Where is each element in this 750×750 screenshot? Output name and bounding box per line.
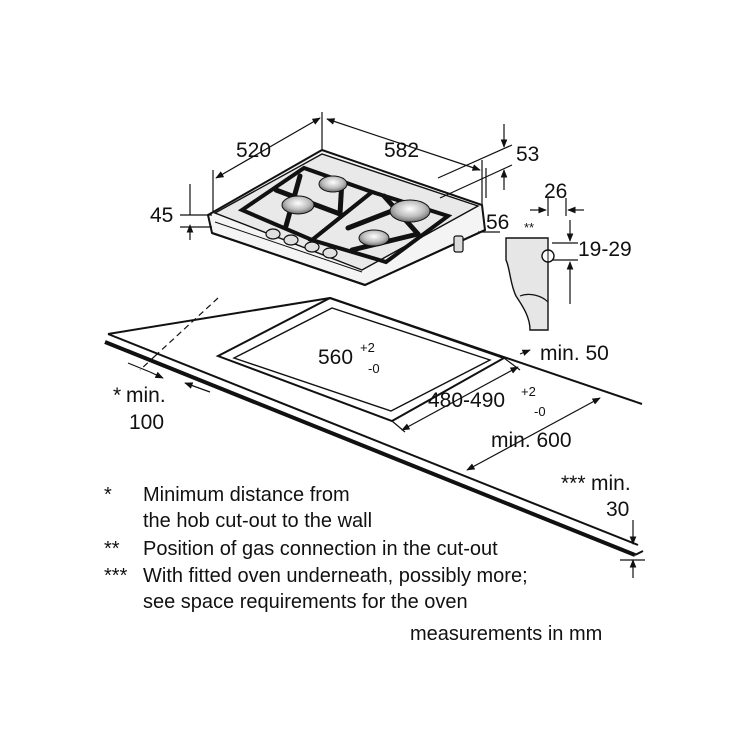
dim-edge-label: 53 [516,143,539,166]
burner-front-left [281,195,315,215]
dim-min-wall-line2: 100 [129,411,164,434]
dim-depth-label: 520 [236,139,271,162]
footnote-text: Minimum distance from [143,484,350,506]
burner-back-right [389,199,431,223]
footnote-text: With fitted oven underneath, possibly mo… [143,565,528,587]
dim-gas-pipe-x-label: 26 [544,180,567,203]
burner-front-right [358,229,390,247]
dimension-labels: 520 582 45 53 56 26 ** 19-29 min. 50 560… [113,139,632,521]
dimension-lines [127,112,645,578]
oven-marker: *** [561,472,586,495]
dim-min-oven-line2: 30 [606,498,629,521]
footnote-mark: * [104,484,112,506]
dim-height-label: 45 [150,204,173,227]
dim-width-label: 582 [384,139,419,162]
dim-min-oven-line1: min. [591,472,631,495]
dim-cutout-width-label: 560 [318,346,353,369]
footnote-text: the hob cut-out to the wall [143,510,373,532]
gas-pipe-marker: ** [524,220,534,235]
footnote-text: Position of gas connection in the cut-ou… [143,538,498,560]
footnote-mark: *** [104,565,128,587]
gas-connection-detail [505,237,555,331]
dim-gas-pipe-height-label: 19-29 [578,238,632,261]
control-knob [304,241,320,253]
hob [206,148,487,287]
dim-cutout-width-tol-plus: +2 [360,340,375,355]
wall-marker: * [113,384,121,407]
gas-connector [453,235,464,253]
dim-cutout-depth-label: 480-490 [428,389,505,412]
dim-min-worktop-label: min. 600 [491,429,572,452]
burner-back-left [318,175,348,193]
dim-cutout-depth-tol-minus: -0 [534,404,546,419]
dim-cutout-depth-tol-plus: +2 [521,384,536,399]
footnote-text: see space requirements for the oven [143,591,468,613]
footnote-mark: ** [104,538,120,560]
dim-cutout-width-tol-minus: -0 [368,361,380,376]
dim-gas-offset-label: 56 [486,211,509,234]
control-knob [265,228,281,240]
dim-min-wall-line1: min. [126,384,166,407]
dim-min-back-label: min. 50 [540,342,609,365]
control-knob [322,247,338,259]
control-knob [283,234,299,246]
units-note: measurements in mm [410,623,603,645]
